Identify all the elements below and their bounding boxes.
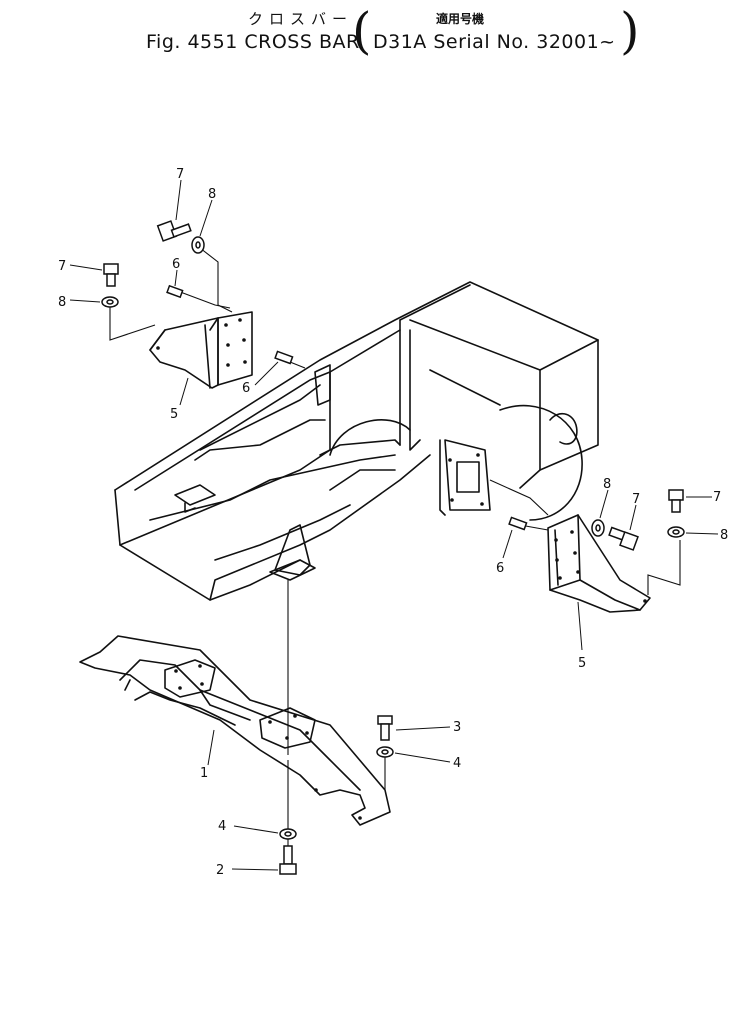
callout-7-top: 7 (176, 167, 184, 182)
pin-6-mid (274, 350, 294, 365)
bolt-2 (279, 845, 297, 875)
bolt-3 (377, 715, 393, 741)
figure-title: Fig. 4551 CROSS BAR (146, 31, 360, 53)
bolt-7-right (608, 526, 639, 551)
applicability-japanese: 適用号機 (436, 12, 485, 26)
bolt-7-top (156, 220, 192, 242)
callout-7-left: 7 (58, 259, 66, 274)
callout-5-right: 5 (578, 656, 586, 671)
callout-4-right: 4 (453, 756, 461, 771)
callout-7-right: 7 (632, 492, 640, 507)
washer-4-left (279, 828, 297, 840)
serial-range: D31A Serial No. 32001~ (373, 31, 616, 53)
callout-7-far-right: 7 (713, 490, 721, 505)
callout-leaders (69, 179, 719, 871)
callout-8-right: 8 (603, 477, 611, 492)
callout-8-left: 8 (58, 295, 66, 310)
callout-8-top: 8 (208, 187, 216, 202)
callout-6-mid: 6 (242, 381, 250, 396)
cross-bar-part-1 (79, 635, 391, 826)
bolt-7-left (103, 263, 119, 287)
callout-8-far-right: 8 (720, 528, 728, 543)
washer-4-right (376, 746, 394, 758)
callout-3: 3 (453, 720, 461, 735)
main-frame (114, 281, 599, 601)
pin-6-top (166, 284, 184, 299)
washer-8-far-right (667, 526, 685, 538)
callout-labels: 7 8 6 7 8 6 5 8 7 7 8 6 5 1 3 4 4 2 (58, 167, 728, 878)
bracket-left-part-5 (149, 311, 253, 389)
callout-1: 1 (200, 766, 208, 781)
paren-close: ) (620, 2, 640, 60)
callout-2: 2 (216, 863, 224, 878)
bracket-right-part-5 (547, 514, 651, 613)
washer-8-right (591, 519, 605, 537)
callout-5-left: 5 (170, 407, 178, 422)
callout-4-left: 4 (218, 819, 226, 834)
title-japanese: クロスバー (248, 10, 354, 28)
washer-8-left (101, 296, 119, 308)
washer-8-top (191, 236, 205, 254)
alignment-lines (109, 247, 681, 860)
callout-6-right: 6 (496, 561, 504, 576)
bolt-7-far-right (668, 489, 684, 513)
paren-open: ( (352, 2, 372, 60)
pin-6-right (508, 516, 528, 531)
callout-6-top: 6 (172, 257, 180, 272)
